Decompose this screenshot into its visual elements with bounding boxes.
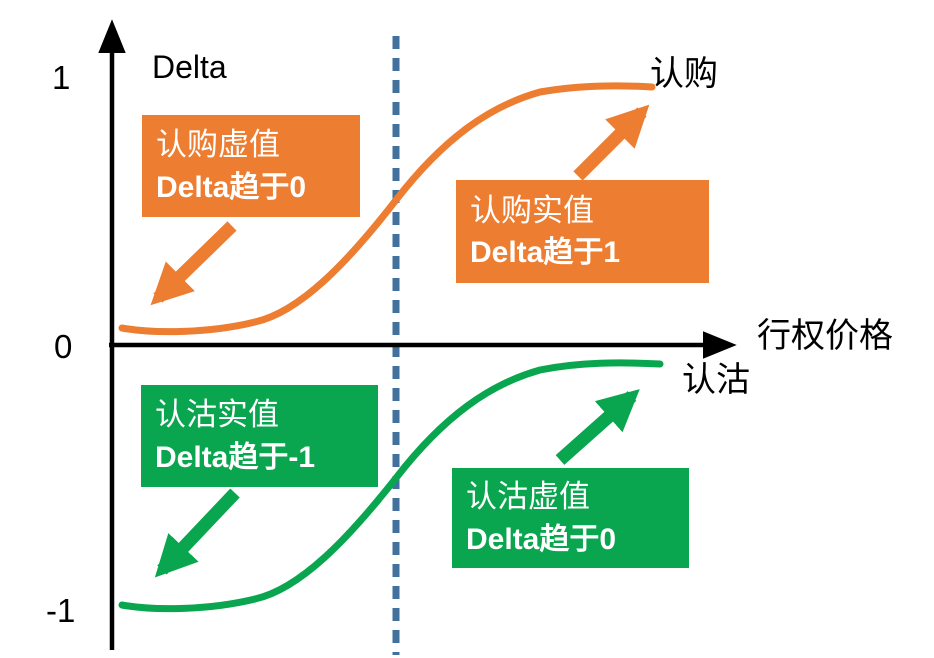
- put-otm-title: 认沽虚值: [466, 479, 590, 515]
- put-itm-value: Delta趋于-1: [155, 440, 316, 474]
- y-tick-1: 1: [52, 59, 71, 96]
- y-axis-label: Delta: [152, 49, 227, 85]
- call-itm-annotation-box: 认购实值 Delta趋于1: [456, 180, 709, 283]
- call-delta-curve: [118, 82, 656, 336]
- y-tick-minus-1: -1: [46, 592, 76, 629]
- call-otm-title: 认购虚值: [156, 127, 280, 163]
- call-otm-value: Delta趋于0: [156, 170, 307, 204]
- call-otm-arrow: [150, 221, 237, 306]
- call-otm-annotation-box: 认购虚值 Delta趋于0: [142, 115, 360, 217]
- put-otm-value: Delta趋于0: [466, 522, 617, 556]
- y-tick-0: 0: [54, 328, 73, 365]
- call-curve-label: 认购: [650, 55, 718, 93]
- call-itm-value: Delta趋于1: [470, 236, 621, 270]
- call-itm-arrow: [573, 104, 650, 181]
- put-otm-arrow: [555, 389, 640, 465]
- put-itm-annotation-box: 认沽实值 Delta趋于-1: [141, 385, 378, 487]
- put-delta-curve: [118, 359, 664, 613]
- put-curve-label: 认沽: [682, 361, 750, 399]
- put-itm-title: 认沽实值: [155, 397, 279, 433]
- put-otm-annotation-box: 认沽虚值 Delta趋于0: [452, 468, 689, 568]
- x-axis-label: 行权价格: [757, 317, 893, 355]
- call-itm-title: 认购实值: [470, 192, 594, 228]
- put-itm-arrow: [154, 488, 240, 578]
